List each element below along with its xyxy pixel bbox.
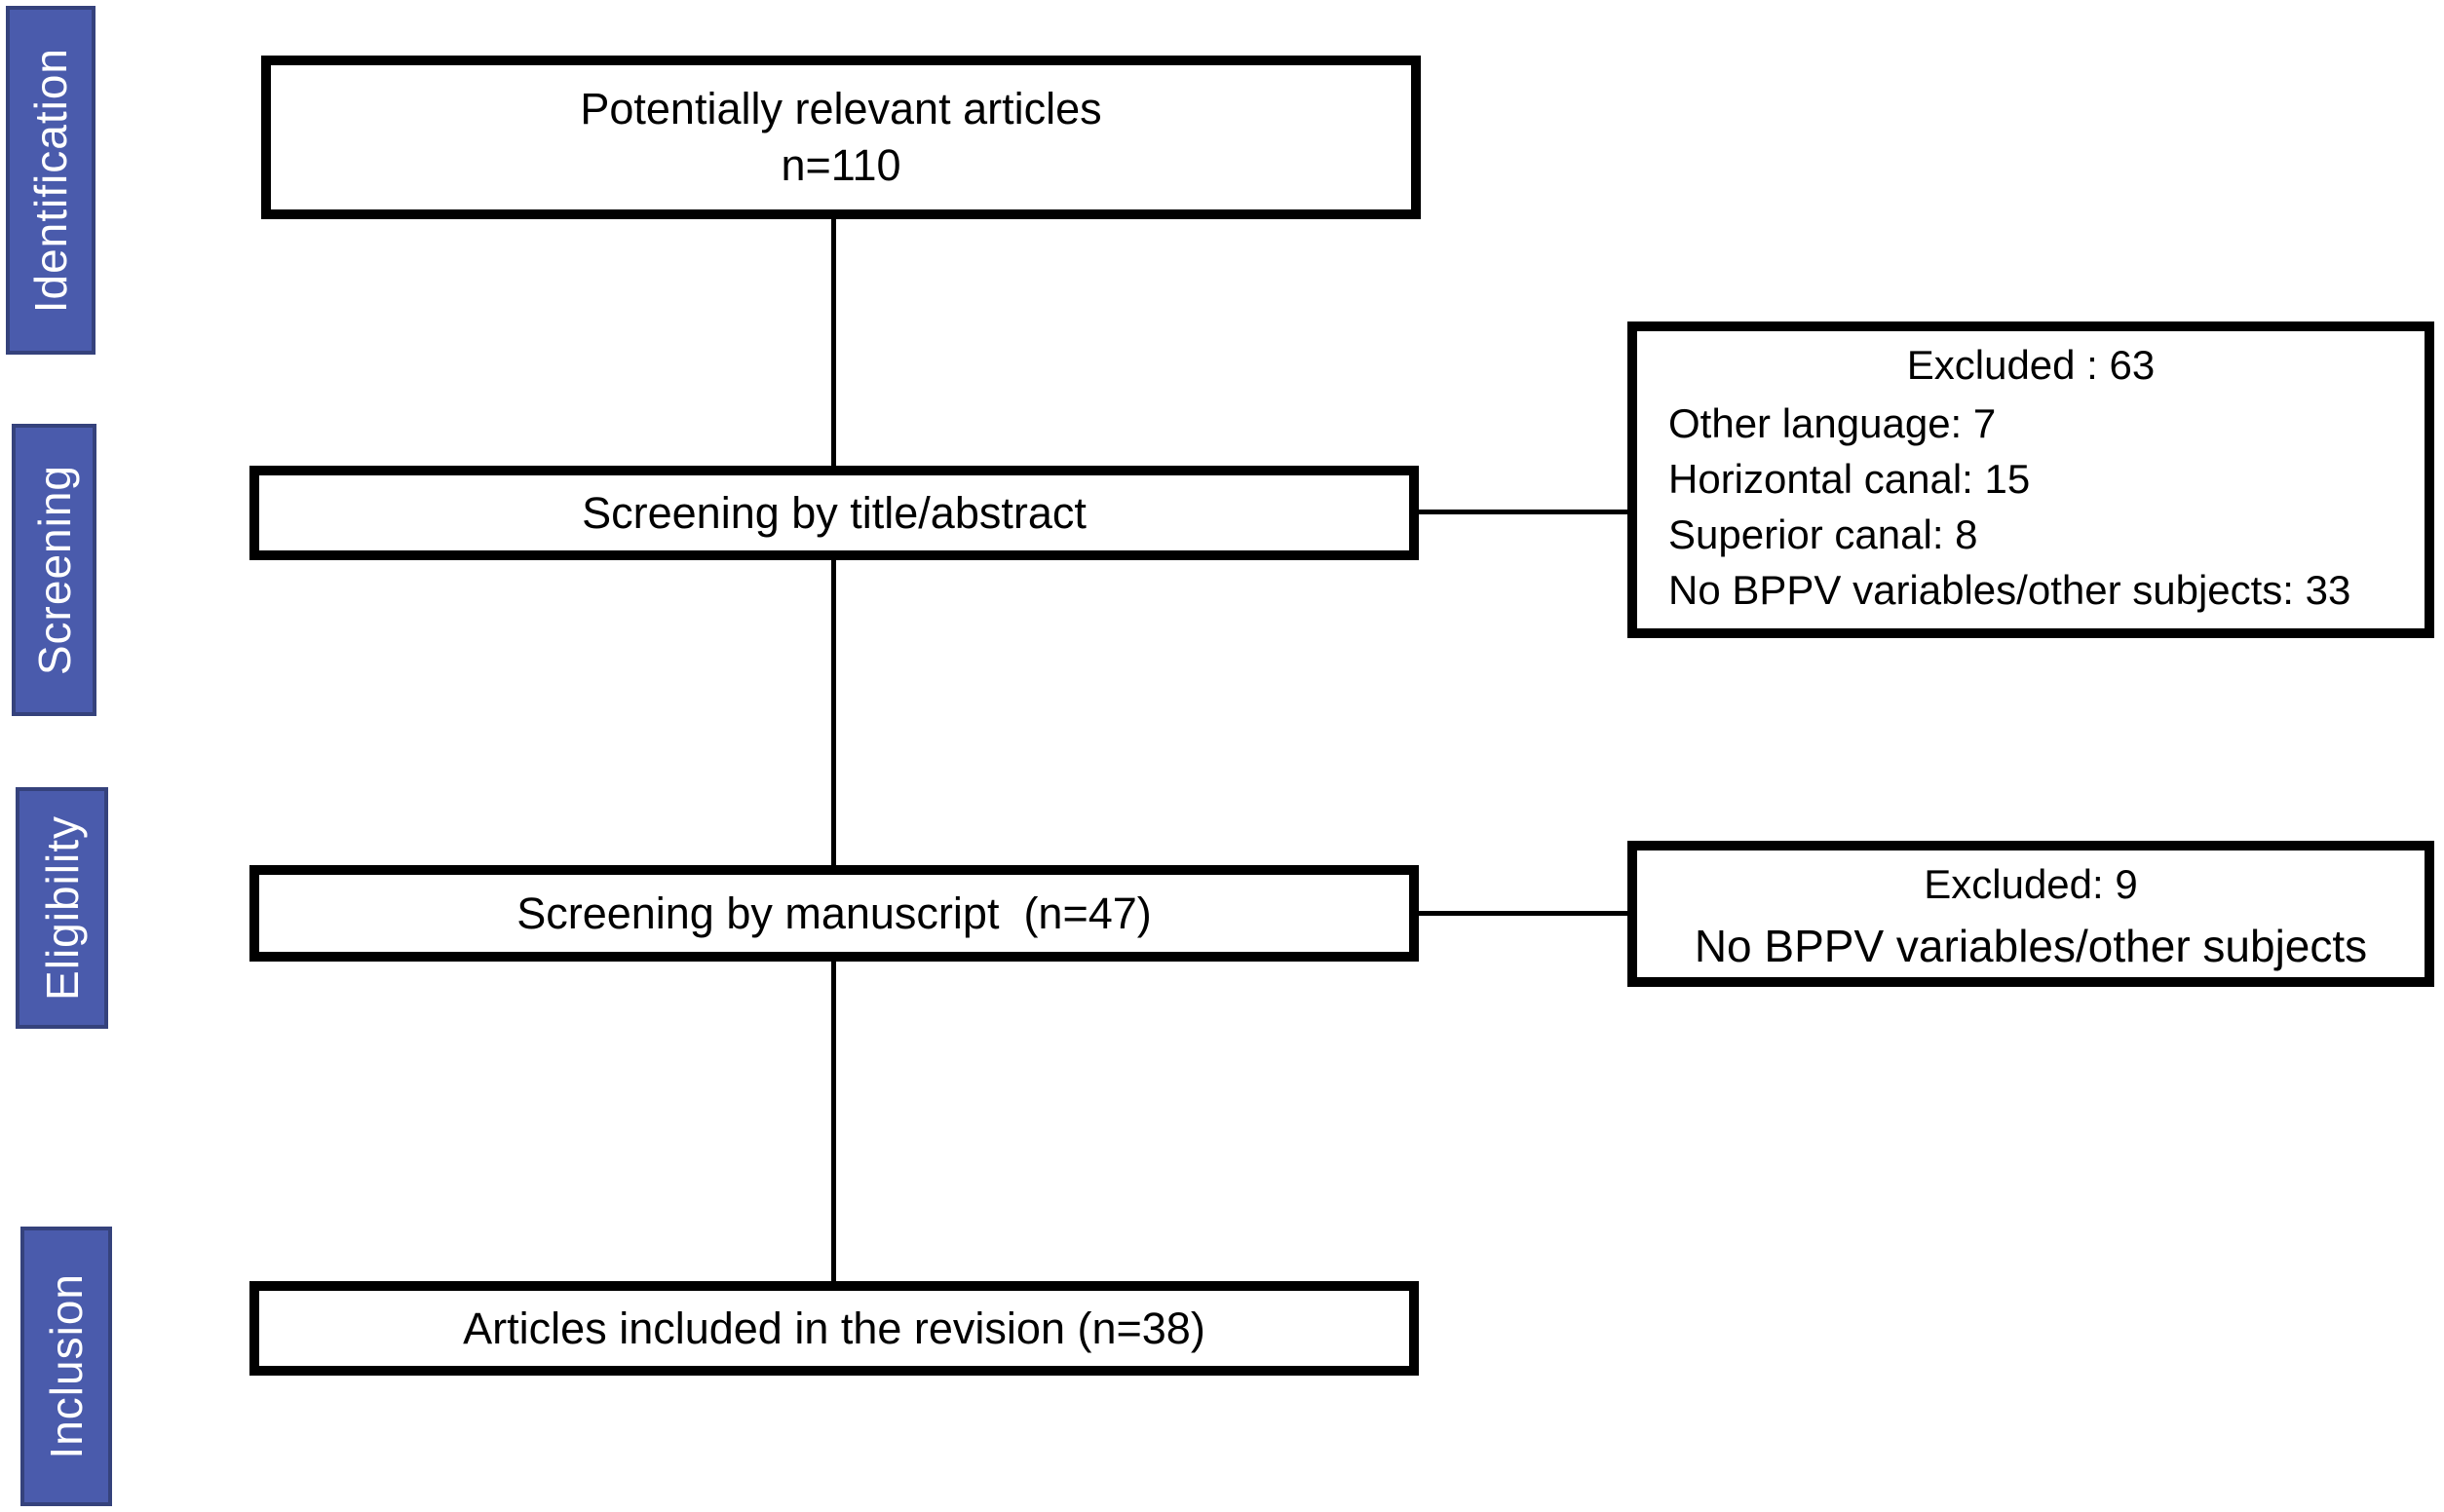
- flow-box-1-line-1: Potentially relevant articles: [580, 84, 1102, 133]
- stage-label-identification-text: Identification: [25, 47, 76, 314]
- connector-eligibility-to-inclusion: [831, 960, 836, 1281]
- connector-screening-to-eligibility: [831, 558, 836, 865]
- stage-label-eligibility: Eligibility: [16, 787, 108, 1029]
- stage-label-inclusion-text: Inclusion: [41, 1273, 92, 1459]
- connector-identification-to-screening: [831, 219, 836, 466]
- connector-manuscript-to-exclusion-2: [1418, 911, 1627, 916]
- stage-label-identification: Identification: [6, 6, 95, 355]
- exclusion-box-2-title: Excluded: 9: [1924, 861, 2138, 907]
- exclusion-box-eligibility: Excluded: 9 No BPPV variables/other subj…: [1627, 841, 2434, 987]
- flow-box-2-line-1: Screening by title/abstract: [582, 487, 1087, 538]
- exclusion-box-1-title: Excluded : 63: [1906, 342, 2156, 388]
- stage-label-screening-text: Screening: [28, 464, 80, 676]
- flow-box-potentially-relevant-articles: Potentially relevant articles n=110: [261, 56, 1421, 219]
- flow-box-articles-included-in-revision: Articles included in the revision (n=38): [249, 1281, 1419, 1376]
- exclusion-box-screening: Excluded : 63 Other language: 7 Horizont…: [1627, 321, 2434, 638]
- flow-box-3-line-1: Screening by manuscript (n=47): [516, 888, 1152, 938]
- flow-box-4-line-1: Articles included in the revision (n=38): [463, 1303, 1205, 1353]
- flow-box-1-line-2: n=110: [781, 140, 901, 190]
- flow-box-screening-by-title-abstract: Screening by title/abstract: [249, 466, 1419, 560]
- exclusion-box-1-item-horizontal-canal: Horizontal canal: 15: [1668, 456, 2031, 502]
- flow-box-screening-by-manuscript: Screening by manuscript (n=47): [249, 865, 1419, 962]
- stage-label-screening: Screening: [12, 424, 96, 716]
- stage-label-eligibility-text: Eligibility: [36, 815, 88, 1001]
- exclusion-box-2-item-no-bppv-variables: No BPPV variables/other subjects: [1694, 921, 2368, 971]
- exclusion-box-1-item-no-bppv-variables: No BPPV variables/other subjects: 33: [1668, 567, 2351, 613]
- exclusion-box-1-item-superior-canal: Superior canal: 8: [1668, 511, 1978, 557]
- connector-screening-to-exclusion-1: [1418, 510, 1627, 514]
- stage-label-inclusion: Inclusion: [20, 1227, 112, 1506]
- exclusion-box-1-item-other-language: Other language: 7: [1668, 400, 1997, 446]
